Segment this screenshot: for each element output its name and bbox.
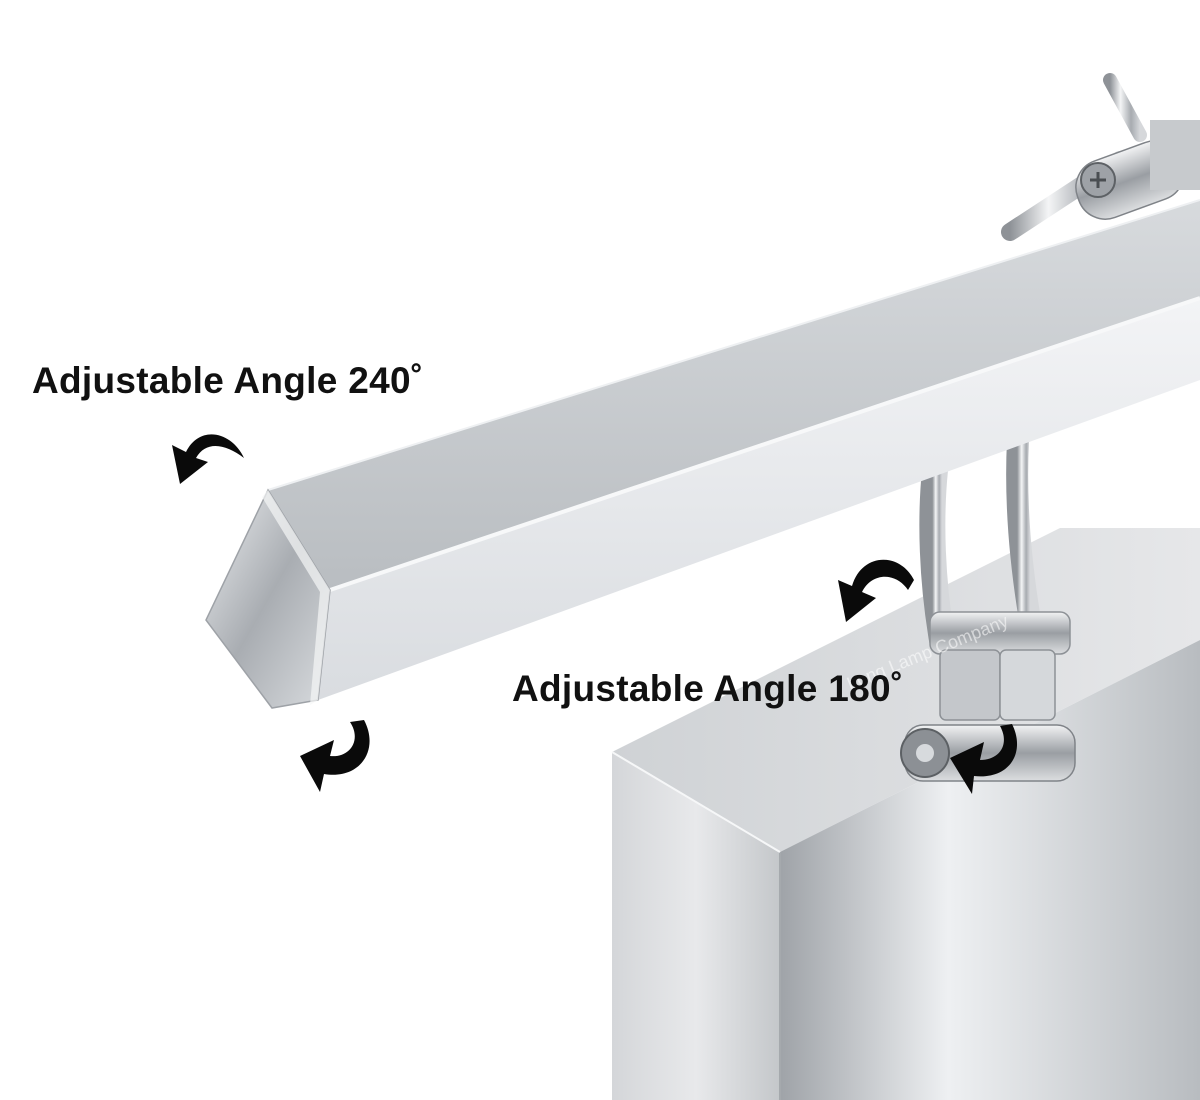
rotation-arrow-middle bbox=[838, 559, 914, 622]
curved-rotate-arrow-icon bbox=[838, 559, 914, 622]
lamp-bar bbox=[205, 199, 1200, 709]
angle-240-label: Adjustable Angle 240˚ bbox=[32, 360, 424, 401]
curved-rotate-arrow-icon bbox=[300, 720, 370, 792]
wall-box-side bbox=[780, 640, 1200, 1100]
rotation-arrow-bottom-left bbox=[300, 720, 370, 792]
curved-rotate-arrow-icon bbox=[172, 434, 244, 484]
lamp-bar-diffuser bbox=[318, 298, 1200, 700]
rotation-arrow-lower bbox=[950, 724, 1018, 794]
wall-box bbox=[611, 528, 1200, 1100]
wall-box-top bbox=[612, 528, 1200, 852]
top-swivel-joint bbox=[1075, 73, 1200, 220]
lamp-bar-top-face bbox=[268, 200, 1200, 590]
hinge-assembly bbox=[900, 611, 1076, 782]
angle-180-label: Adjustable Angle 180˚ bbox=[512, 668, 904, 709]
curved-rotate-arrow-icon bbox=[950, 724, 1018, 794]
wall-box-front bbox=[612, 752, 780, 1100]
rotation-arrow-top-left bbox=[172, 434, 244, 484]
support-arm-right bbox=[1006, 429, 1041, 631]
